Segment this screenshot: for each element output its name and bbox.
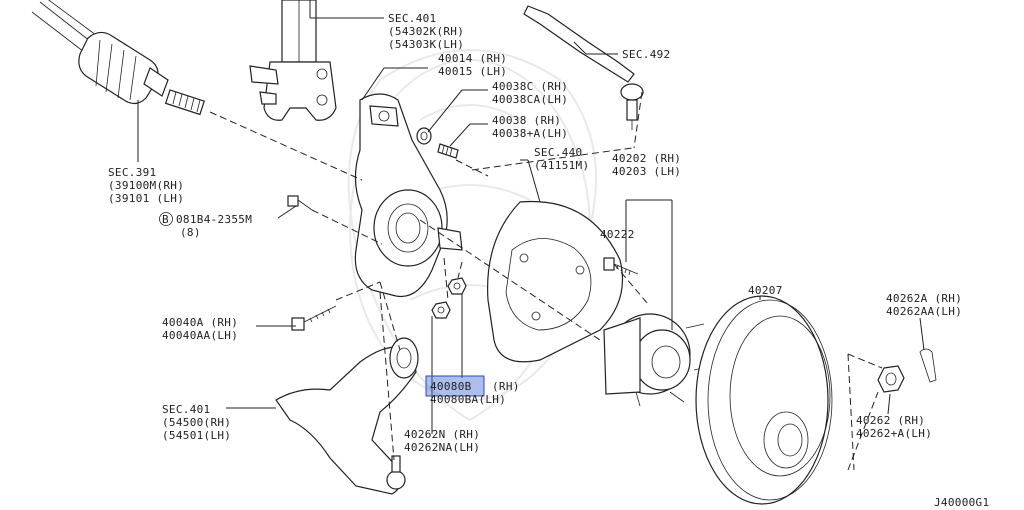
label-nut-highlight: 40080B (RH) 40080BA(LH) — [430, 380, 520, 406]
svg-text:40038+A(LH): 40038+A(LH) — [492, 127, 568, 140]
circle-b-icon — [159, 212, 173, 226]
svg-text:SEC.391: SEC.391 — [108, 166, 156, 179]
label-rotor: 40207 — [748, 284, 783, 297]
circle-b-letter: B — [162, 213, 169, 226]
svg-text:40080BA(LH): 40080BA(LH) — [430, 393, 506, 406]
label-sec391: SEC.391 (39100M(RH) (39101 (LH) — [108, 166, 184, 205]
svg-text:(54500(RH): (54500(RH) — [162, 416, 231, 429]
svg-text:SEC.401: SEC.401 — [162, 403, 210, 416]
nut-lower-part — [431, 301, 451, 319]
lower-control-arm — [275, 337, 419, 495]
label-bolt-lower: 40040A (RH) 40040AA(LH) — [162, 316, 238, 342]
upper-bolt — [287, 195, 313, 211]
svg-text:40014 (RH): 40014 (RH) — [438, 52, 507, 65]
svg-text:40038C (RH): 40038C (RH) — [492, 80, 568, 93]
svg-text:(54303K(LH): (54303K(LH) — [388, 38, 464, 51]
svg-text:(RH): (RH) — [492, 380, 520, 393]
svg-text:40262 (RH): 40262 (RH) — [856, 414, 925, 427]
svg-text:40040AA(LH): 40040AA(LH) — [162, 329, 238, 342]
label-sec492: SEC.492 — [622, 48, 670, 61]
svg-text:(41151M): (41151M) — [534, 159, 589, 172]
label-bushing: 40038C (RH) 40038CA(LH) — [492, 80, 568, 106]
svg-text:081B4-2355M: 081B4-2355M — [176, 213, 252, 226]
svg-text:(54501(LH): (54501(LH) — [162, 429, 231, 442]
svg-text:SEC.440: SEC.440 — [534, 146, 582, 159]
label-cotter-pin: 40262A (RH) 40262AA(LH) — [886, 292, 962, 318]
label-sec440: SEC.440 (41151M) — [534, 146, 589, 172]
tie-rod-end — [523, 5, 644, 130]
label-stud: 40038 (RH) 40038+A(LH) — [492, 114, 568, 140]
highlight-box — [425, 375, 485, 397]
steering-knuckle — [354, 93, 463, 298]
svg-text:40038 (RH): 40038 (RH) — [492, 114, 561, 127]
strut — [249, 0, 337, 121]
svg-text:40262A (RH): 40262A (RH) — [886, 292, 962, 305]
svg-text:40262N (RH): 40262N (RH) — [404, 428, 480, 441]
backing-plate — [487, 200, 624, 363]
leader-lines — [137, 0, 925, 434]
nut-right — [877, 365, 905, 393]
svg-text:(39100M(RH): (39100M(RH) — [108, 179, 184, 192]
drive-shaft — [31, 0, 205, 116]
label-bolt-spec: 081B4-2355M (8) — [176, 213, 252, 239]
svg-text:40015 (LH): 40015 (LH) — [438, 65, 507, 78]
svg-text:(8): (8) — [180, 226, 201, 239]
svg-text:40080B: 40080B — [430, 380, 472, 393]
label-sec401-bottom: SEC.401 (54500(RH) (54501(LH) — [162, 403, 231, 442]
assembly-lines — [209, 91, 883, 471]
diagram-id: J40000G1 — [934, 496, 989, 509]
label-nut-right: 40262 (RH) 40262+A(LH) — [856, 414, 932, 440]
nut-highlight-part — [447, 277, 467, 295]
svg-text:(39101 (LH): (39101 (LH) — [108, 192, 184, 205]
svg-text:40202 (RH): 40202 (RH) — [612, 152, 681, 165]
svg-text:40040A (RH): 40040A (RH) — [162, 316, 238, 329]
svg-text:40262+A(LH): 40262+A(LH) — [856, 427, 932, 440]
label-hub-bolt: 40222 — [600, 228, 635, 241]
bushing — [416, 127, 432, 145]
stud — [437, 143, 459, 159]
brake-rotor — [695, 295, 833, 505]
label-hub-bearing: 40202 (RH) 40203 (LH) — [612, 152, 681, 178]
label-nut-lower: 40262N (RH) 40262NA(LH) — [404, 428, 480, 454]
svg-text:40262AA(LH): 40262AA(LH) — [886, 305, 962, 318]
svg-text:(54302K(RH): (54302K(RH) — [388, 25, 464, 38]
label-sec401-top: SEC.401 (54302K(RH) (54303K(LH) — [388, 12, 464, 51]
lower-bolt — [291, 305, 337, 331]
label-knuckle: 40014 (RH) 40015 (LH) — [438, 52, 507, 78]
hub-bearing — [603, 313, 713, 407]
cotter-pin — [919, 348, 937, 383]
svg-text:SEC.401: SEC.401 — [388, 12, 436, 25]
svg-text:40262NA(LH): 40262NA(LH) — [404, 441, 480, 454]
svg-text:40038CA(LH): 40038CA(LH) — [492, 93, 568, 106]
svg-text:40203 (LH): 40203 (LH) — [612, 165, 681, 178]
